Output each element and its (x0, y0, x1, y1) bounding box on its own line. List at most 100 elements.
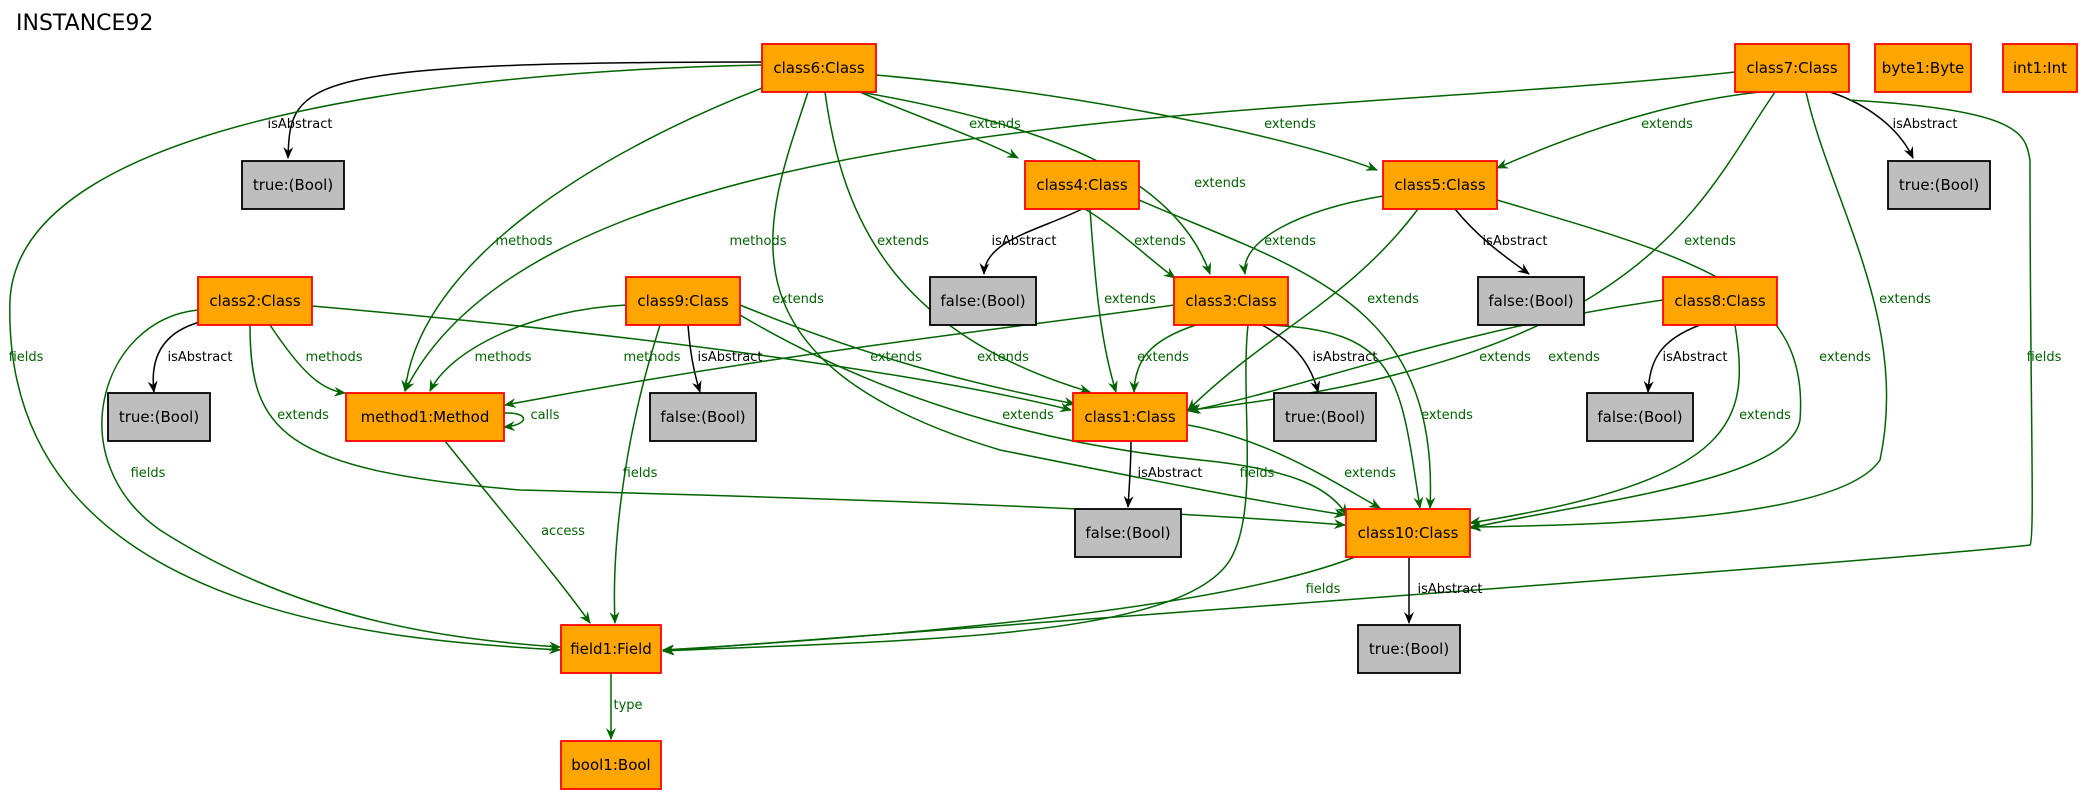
edge-isabstract-class3-t4: isAbstract (1261, 324, 1378, 393)
node-class7[interactable]: class7:Class (1734, 43, 1850, 93)
edge-line (1238, 195, 1384, 275)
node-label: true:(Bool) (1369, 640, 1449, 658)
node-class2[interactable]: class2:Class (197, 276, 313, 326)
edge-label: calls (530, 408, 559, 423)
node-f2[interactable]: false:(Bool) (1477, 276, 1585, 326)
edge-label: isAbstract (1893, 117, 1958, 132)
edge-line (429, 304, 627, 392)
value-box[interactable] (929, 276, 1037, 326)
object-box[interactable] (1345, 508, 1471, 558)
object-box[interactable] (761, 43, 877, 93)
edge-label: extends (1367, 292, 1419, 307)
node-class4[interactable]: class4:Class (1024, 160, 1140, 210)
object-box[interactable] (1072, 392, 1188, 442)
edge-line (772, 91, 1346, 519)
edge-label: extends (1819, 350, 1871, 365)
node-field1[interactable]: field1:Field (560, 624, 662, 674)
edge-label: extends (1344, 466, 1396, 481)
node-label: false:(Bool) (1597, 408, 1682, 426)
value-box[interactable] (1586, 392, 1694, 442)
object-box[interactable] (560, 624, 662, 674)
node-class1[interactable]: class1:Class (1072, 392, 1188, 442)
edge-extends-class7-class5: extends (1496, 91, 1761, 169)
node-class6[interactable]: class6:Class (761, 43, 877, 93)
node-class10[interactable]: class10:Class (1345, 508, 1471, 558)
edge-label: extends (870, 350, 922, 365)
object-box[interactable] (1662, 276, 1778, 326)
edge-line (1454, 208, 1530, 275)
edge-label: extends (277, 408, 329, 423)
object-box[interactable] (197, 276, 313, 326)
object-box[interactable] (625, 276, 741, 326)
edge-line (662, 99, 2033, 656)
edge-line (1469, 324, 1740, 527)
edge-label: extends (1264, 234, 1316, 249)
object-box[interactable] (1024, 160, 1140, 210)
edge-label: methods (624, 350, 681, 365)
object-box[interactable] (1173, 276, 1289, 326)
edge-extends-class9-class1: extends (739, 304, 1076, 407)
edge-label: fields (131, 466, 166, 481)
value-box[interactable] (107, 392, 211, 442)
edge-line (1138, 199, 1436, 509)
node-byte1[interactable]: byte1:Byte (1874, 43, 1972, 93)
value-box[interactable] (1887, 160, 1991, 210)
edge-label: extends (1641, 117, 1693, 132)
node-method1[interactable]: method1:Method (345, 392, 505, 442)
edge-label: methods (496, 234, 553, 249)
node-t4[interactable]: true:(Bool) (1273, 392, 1377, 442)
node-t2[interactable]: true:(Bool) (1887, 160, 1991, 210)
node-t5[interactable]: true:(Bool) (1357, 624, 1461, 674)
object-box[interactable] (2002, 43, 2078, 93)
node-class9[interactable]: class9:Class (625, 276, 741, 326)
object-box[interactable] (1734, 43, 1850, 93)
value-box[interactable] (1074, 508, 1182, 558)
edge-methods-class2-method1: methods (269, 324, 363, 397)
edge-label: isAbstract (1418, 582, 1483, 597)
value-box[interactable] (241, 160, 345, 210)
edge-calls-method1-method1: calls (503, 408, 560, 432)
node-label: true:(Bool) (119, 408, 199, 426)
edge-isabstract-class7-t2: isAbstract (1829, 91, 1958, 159)
node-int1[interactable]: int1:Int (2002, 43, 2078, 93)
node-f4[interactable]: false:(Bool) (1586, 392, 1694, 442)
node-class3[interactable]: class3:Class (1173, 276, 1289, 326)
edge-label: isAbstract (1663, 350, 1728, 365)
edge-methods-class9-method1: methods (429, 304, 627, 392)
edge-extends-class6-class5: extends (875, 74, 1378, 171)
node-label: class10:Class (1358, 524, 1459, 542)
node-bool1[interactable]: bool1:Bool (560, 740, 662, 790)
edge-label: access (541, 524, 585, 539)
edge-line (609, 324, 661, 624)
value-box[interactable] (649, 392, 757, 442)
node-class8[interactable]: class8:Class (1662, 276, 1778, 326)
node-t3[interactable]: true:(Bool) (107, 392, 211, 442)
node-t1[interactable]: true:(Bool) (241, 160, 345, 210)
object-box[interactable] (1874, 43, 1972, 93)
node-f5[interactable]: false:(Bool) (1074, 508, 1182, 558)
edge-label: isAbstract (1313, 350, 1378, 365)
edge-label: extends (1739, 408, 1791, 423)
object-box[interactable] (560, 740, 662, 790)
edge-label: isAbstract (268, 117, 333, 132)
edge-line (662, 324, 1249, 656)
value-box[interactable] (1357, 624, 1461, 674)
object-box[interactable] (1382, 160, 1498, 210)
node-label: class7:Class (1746, 59, 1837, 77)
diagram-title: INSTANCE92 (16, 11, 153, 36)
value-box[interactable] (1477, 276, 1585, 326)
edge-extends-class6-class4: extends (859, 91, 1021, 159)
edge-label: extends (1002, 408, 1054, 423)
edge-line (404, 71, 1736, 392)
value-box[interactable] (1273, 392, 1377, 442)
edge-label: methods (306, 350, 363, 365)
node-label: false:(Bool) (1488, 292, 1573, 310)
node-f3[interactable]: false:(Bool) (649, 392, 757, 442)
edge-label: fields (2027, 350, 2062, 365)
node-class5[interactable]: class5:Class (1382, 160, 1498, 210)
edge-line (1496, 91, 1761, 169)
node-label: method1:Method (361, 408, 490, 426)
node-label: field1:Field (570, 640, 652, 658)
node-f1[interactable]: false:(Bool) (929, 276, 1037, 326)
object-box[interactable] (345, 392, 505, 442)
